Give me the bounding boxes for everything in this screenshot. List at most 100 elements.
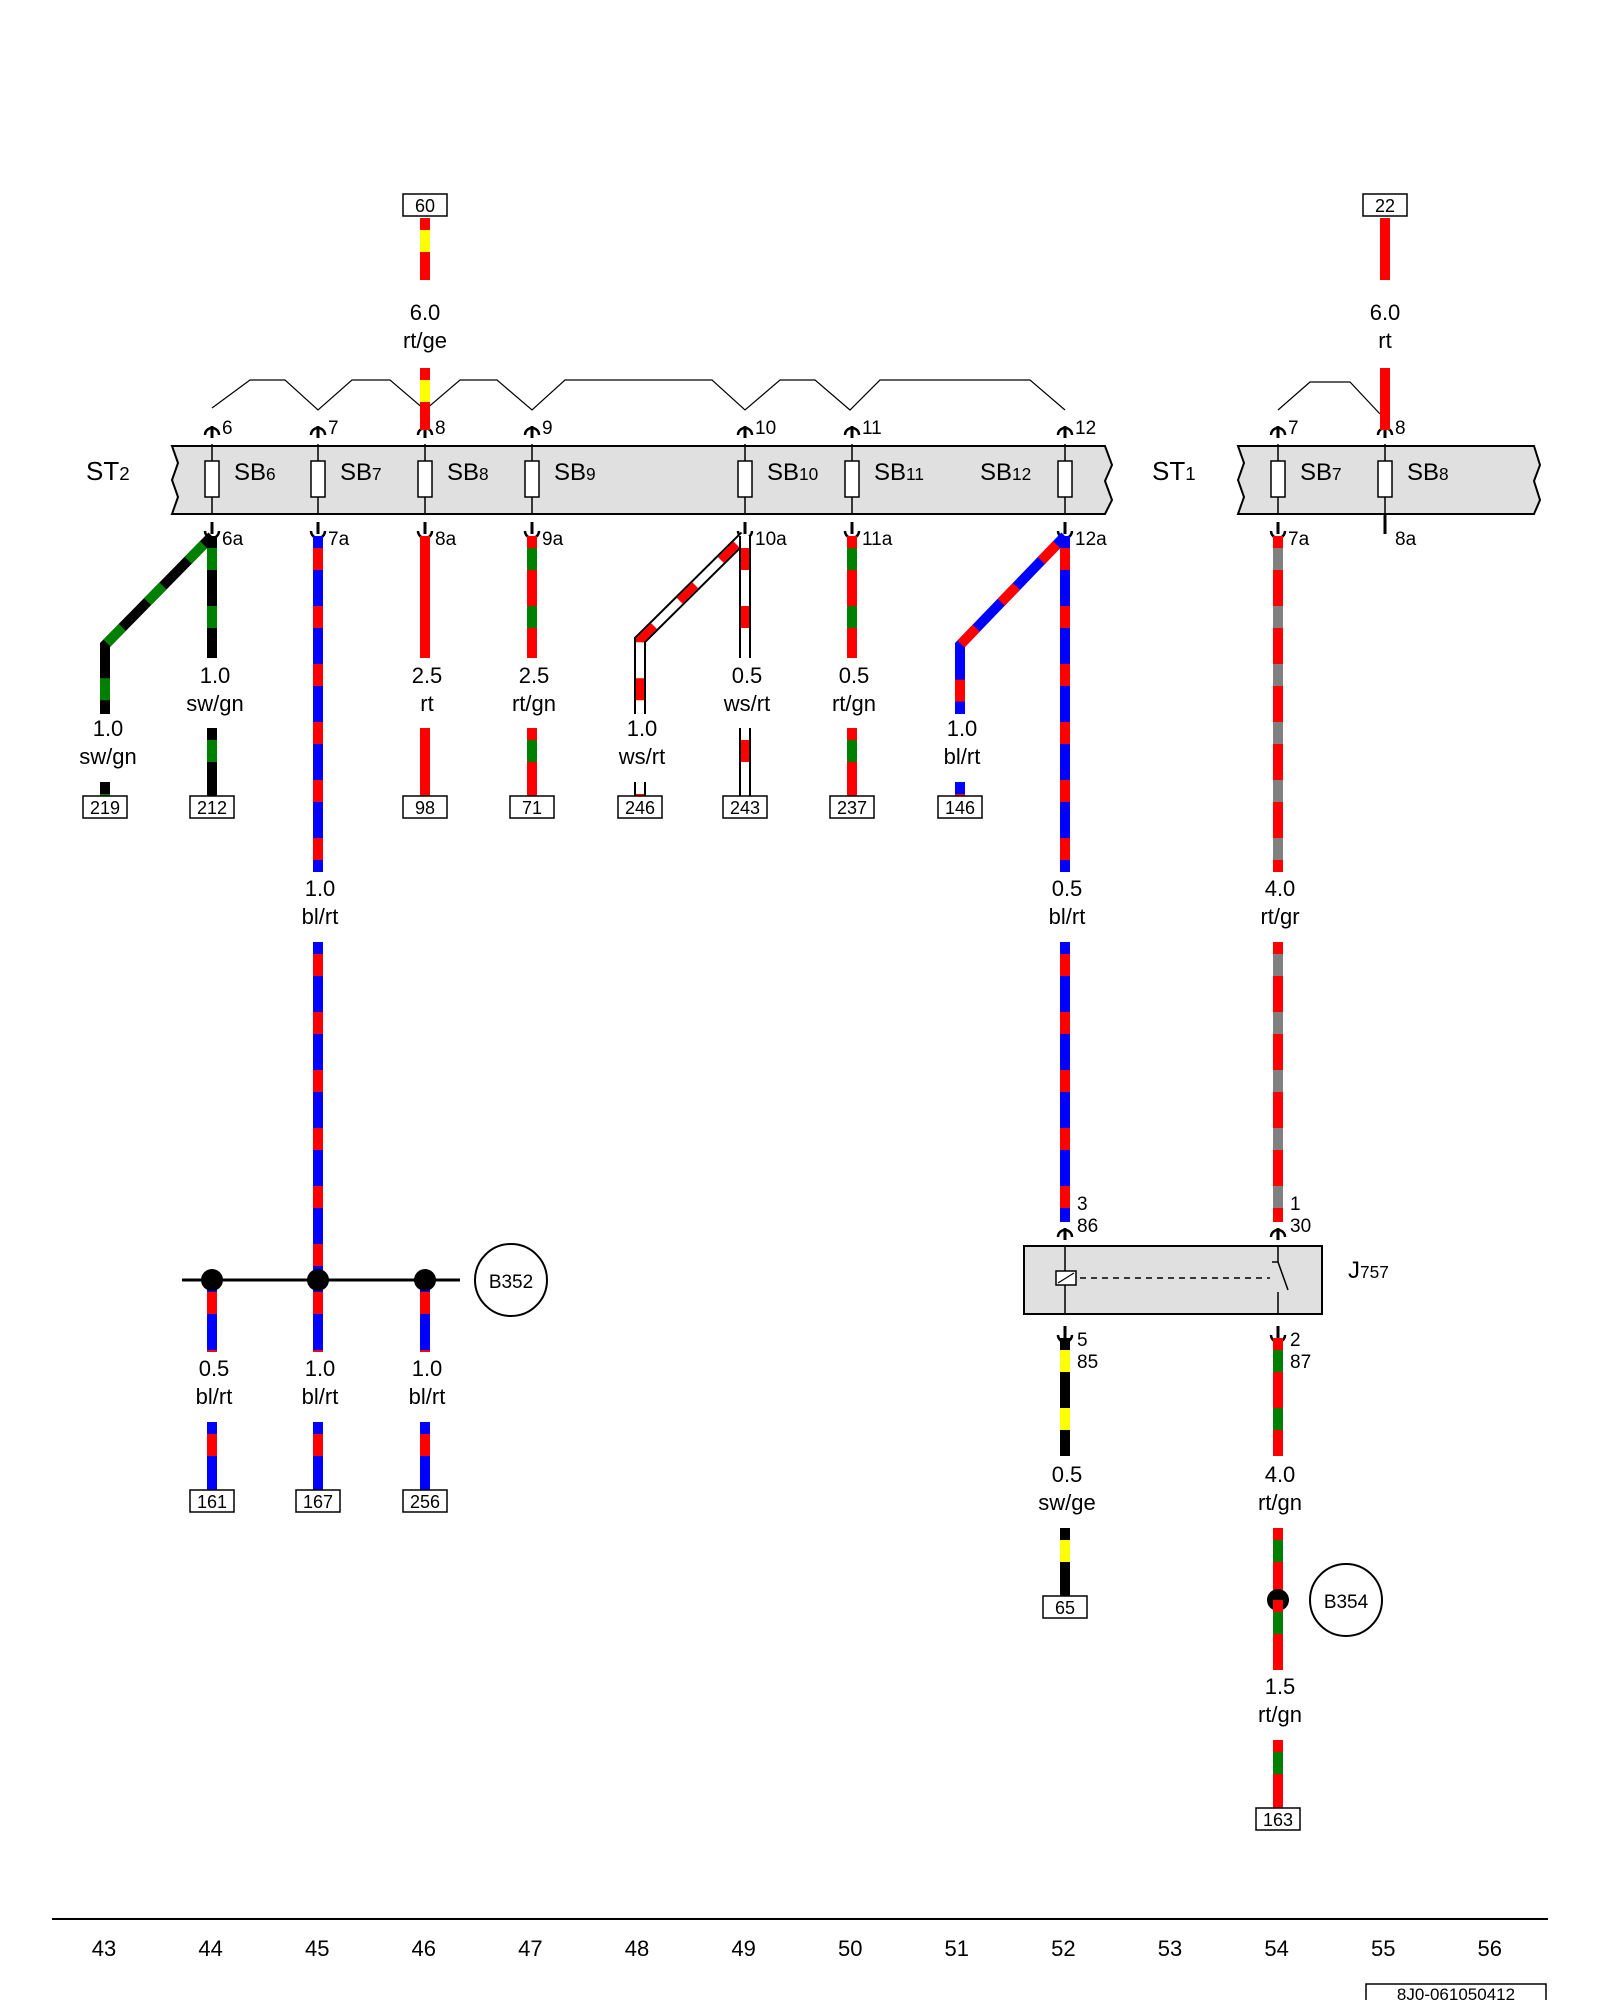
fuse-in-pin-label-5: 11: [862, 418, 882, 439]
fuse-sb11-5: [844, 444, 860, 514]
wire-st1-sb7-color: rt/gr: [1260, 904, 1299, 929]
wire-219-upper: [100, 532, 216, 714]
terminal-256: 256: [402, 1489, 448, 1513]
wire-71-color: rt/gn: [512, 691, 556, 716]
relay-pin-86-name: 86: [1077, 1216, 1098, 1237]
wire-243-gauge: 0.5: [732, 663, 763, 688]
wire-98-gauge: 2.5: [412, 663, 443, 688]
fuse-label-5: SB11: [874, 459, 924, 486]
wire-t60-gauge: 6.0: [410, 300, 441, 325]
terminal-98: 98: [402, 795, 448, 819]
wire-sb12-gauge: 0.5: [1052, 876, 1083, 901]
wire-98-color: rt: [420, 691, 433, 716]
terminal-256-label: 256: [410, 1492, 440, 1512]
relay-j757: [1023, 1245, 1323, 1315]
fuse-out-pin-label-4: 10a: [755, 529, 787, 550]
wire-167-color: bl/rt: [302, 1384, 339, 1409]
fuse-holder-st2: [170, 445, 1114, 515]
fuse-out-pin-label-6: 12a: [1075, 529, 1107, 550]
fuse-out-pin-5: [843, 522, 861, 540]
fuse-in-pin-label-3: 9: [542, 418, 553, 439]
fuse-in-pin-label-2: 8: [435, 418, 446, 439]
terminal-163: 163: [1255, 1807, 1301, 1831]
fuse-in-pin-3: [523, 426, 541, 438]
fuse-out-pin-2: [416, 522, 434, 540]
fuse-in-pin-1: [309, 426, 327, 438]
fuse-in-pin-5: [843, 426, 861, 438]
st1-label: ST1: [1152, 456, 1196, 486]
b352-splice-2: [414, 1269, 436, 1291]
terminal-212-label: 212: [197, 798, 227, 818]
ruler-number-44: 44: [198, 1936, 222, 1961]
fuse-sb12-6: [1057, 444, 1073, 514]
wire-146-upper: [955, 532, 1069, 714]
terminal-71: 71: [509, 795, 555, 819]
ruler-number-53: 53: [1158, 1936, 1182, 1961]
fuse-sb8-2: [417, 444, 433, 514]
fuse-label-1: SB7: [340, 459, 382, 486]
fuse-sb6-0: [204, 444, 220, 514]
b352-splice-1: [307, 1269, 329, 1291]
terminal-237: 237: [829, 795, 875, 819]
ruler-number-43: 43: [92, 1936, 116, 1961]
fuse-sb7-7: [1270, 444, 1286, 514]
terminal-60-label: 60: [415, 196, 435, 216]
fuse-in-pin-label-6: 12: [1075, 418, 1096, 439]
fuse-in-pin-label-7: 7: [1288, 418, 1299, 439]
ruler-number-54: 54: [1264, 1936, 1288, 1961]
relay-pin-1-num: 1: [1290, 1194, 1301, 1215]
fuse-in-pin-6: [1056, 426, 1074, 438]
fuse-out-pin-label-2: 8a: [435, 529, 457, 550]
terminal-219-label: 219: [90, 798, 120, 818]
b352-circle: [474, 1243, 548, 1317]
wire-237-color: rt/gn: [832, 691, 876, 716]
wire-163-gauge: 1.5: [1265, 1674, 1296, 1699]
wire-146-gauge: 1.0: [947, 716, 978, 741]
relay-pin-2-num: 2: [1290, 1330, 1301, 1351]
wire-87-gauge: 4.0: [1265, 1462, 1296, 1487]
ruler-number-46: 46: [412, 1936, 436, 1961]
relay-pin-5-num: 5: [1077, 1330, 1088, 1351]
wire-sb12-color: bl/rt: [1049, 904, 1086, 929]
wire-246-color: ws/rt: [618, 744, 665, 769]
terminal-163-label: 163: [1263, 1810, 1293, 1830]
relay-pin-86: [1056, 1228, 1074, 1240]
fuse-in-pin-label-4: 10: [755, 418, 776, 439]
ruler-number-49: 49: [731, 1936, 755, 1961]
st1-jumper-bar: [1277, 381, 1381, 415]
terminal-161: 161: [189, 1489, 235, 1513]
ruler-number-55: 55: [1371, 1936, 1395, 1961]
fuse-sb8-8: [1377, 444, 1393, 514]
fuse-out-pin-label-8: 8a: [1395, 529, 1417, 550]
st2-jumper-bar: [211, 379, 1066, 411]
fuse-in-pin-0: [203, 426, 221, 438]
terminal-246: 246: [617, 795, 663, 819]
wire-71-gauge: 2.5: [519, 663, 550, 688]
wire-246-gauge: 1.0: [627, 716, 658, 741]
wire-161-gauge: 0.5: [199, 1356, 230, 1381]
fuse-label-8: SB8: [1407, 459, 1449, 486]
wire-212-gauge: 1.0: [200, 663, 231, 688]
wire-163-color: rt/gn: [1258, 1702, 1302, 1727]
terminal-22: 22: [1362, 193, 1408, 217]
b354-label: B354: [1324, 1592, 1369, 1613]
terminal-219: 219: [82, 795, 128, 819]
terminal-60: 60: [402, 193, 448, 217]
fuse-in-pin-label-8: 8: [1395, 418, 1406, 439]
terminal-146-label: 146: [945, 798, 975, 818]
fuse-in-pin-label-1: 7: [328, 418, 339, 439]
fuse-out-pin-1: [309, 522, 327, 540]
terminal-98-label: 98: [415, 798, 435, 818]
relay-pin-3-num: 3: [1077, 1194, 1088, 1215]
fuse-in-pin-4: [736, 426, 754, 438]
wire-246-upper: [634, 531, 750, 714]
wire-st1-sb7-gauge: 4.0: [1265, 876, 1296, 901]
wire-65-gauge: 0.5: [1052, 1462, 1083, 1487]
wire-243-color: ws/rt: [723, 691, 770, 716]
ruler-number-56: 56: [1478, 1936, 1502, 1961]
fuse-out-pin-label-7: 7a: [1288, 529, 1310, 550]
terminal-22-label: 22: [1375, 196, 1395, 216]
b352-label: B352: [489, 1272, 533, 1293]
fuse-label-7: SB7: [1300, 459, 1342, 486]
wire-sb7-color: bl/rt: [302, 904, 339, 929]
